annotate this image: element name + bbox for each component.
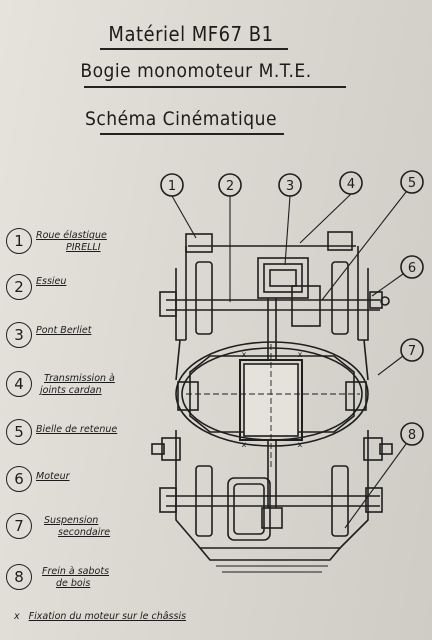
legend-label: joints cardan — [40, 385, 102, 396]
callout-label: 7 — [408, 344, 416, 359]
title-bogie: Bogie monomoteur M.T.E. — [80, 60, 312, 82]
legend-label: Pont Berliet — [36, 325, 92, 336]
legend-number: 2 — [6, 274, 32, 300]
callout-label: 8 — [408, 428, 416, 443]
fixation-mark: x — [242, 350, 247, 359]
title-underline — [84, 86, 346, 88]
title-underline — [100, 48, 288, 50]
callout-label: 6 — [408, 261, 416, 276]
legend-number: 1 — [6, 228, 32, 254]
legend-number: 8 — [6, 564, 32, 590]
callout-label: 4 — [347, 177, 355, 192]
legend-label: Moteur — [36, 471, 70, 482]
legend-label: Frein à sabots — [42, 566, 110, 577]
legend-number: 3 — [6, 322, 32, 348]
title-materiel: Matériel MF67 B1 — [108, 22, 274, 46]
footnote-symbol: x — [14, 611, 20, 622]
legend-label: Bielle de retenue — [36, 424, 118, 435]
callout-label: 3 — [286, 179, 294, 194]
footnote: x Fixation du moteur sur le châssis — [14, 611, 186, 622]
legend-label: Essieu — [36, 276, 67, 287]
callout-label: 5 — [408, 176, 416, 191]
title-underline — [100, 133, 284, 135]
fixation-mark: x — [242, 440, 247, 449]
legend-number: 7 — [6, 513, 32, 539]
fixation-mark: x — [298, 440, 303, 449]
callout-label: 2 — [226, 179, 234, 194]
footnote-text: Fixation du moteur sur le châssis — [28, 611, 187, 622]
callout-label: 1 — [168, 179, 176, 194]
legend-number: 4 — [6, 371, 32, 397]
title-schema: Schéma Cinématique — [85, 108, 277, 130]
legend-number: 6 — [6, 466, 32, 492]
legend-label: Roue élastique — [36, 230, 107, 241]
legend-label: Transmission à — [44, 373, 115, 384]
legend-label: Suspension — [44, 515, 99, 526]
fixation-mark: x — [298, 350, 303, 359]
legend-label: secondaire — [58, 527, 111, 538]
legend-number: 5 — [6, 419, 32, 445]
legend-label: de bois — [56, 578, 91, 589]
legend-label: PIRELLI — [66, 242, 101, 253]
